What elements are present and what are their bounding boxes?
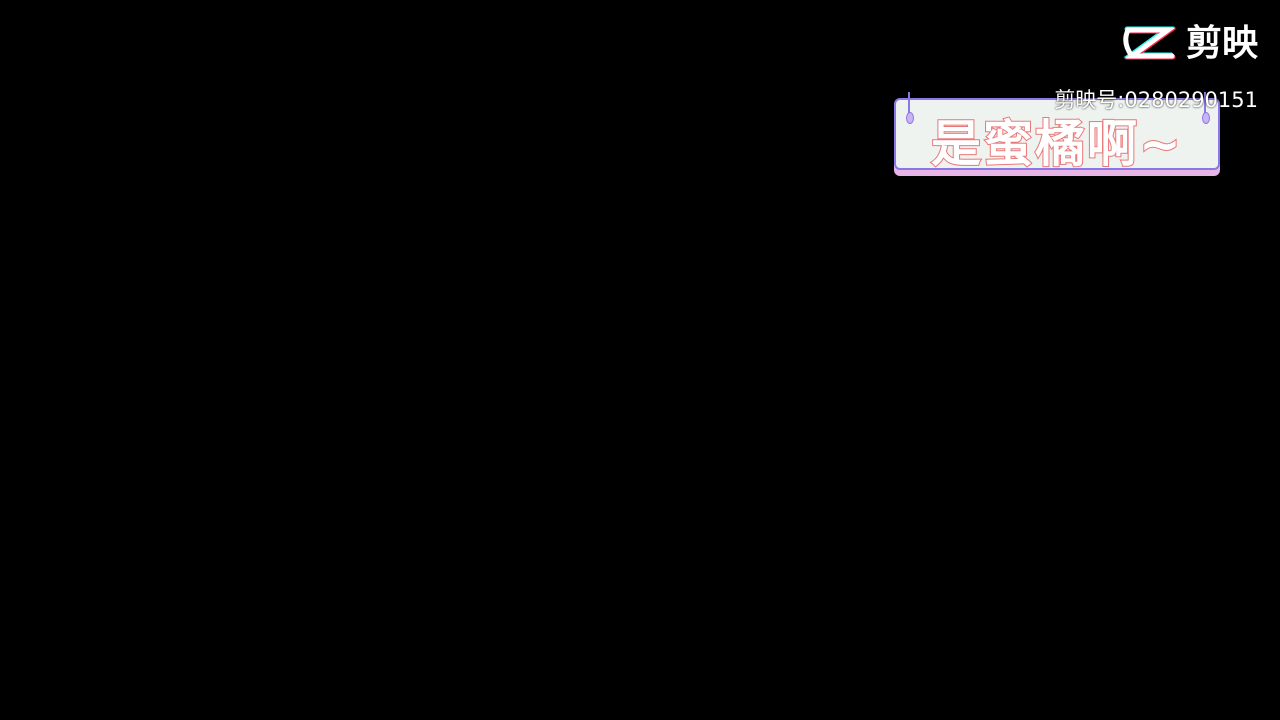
title-text: 是蜜橘啊~ <box>930 114 1183 174</box>
hanging-hook-icon <box>906 92 914 124</box>
capcut-logo-icon <box>1123 26 1177 60</box>
account-id: 剪映号:0280290151 <box>1054 88 1258 112</box>
hanging-hook-icon <box>1202 92 1210 124</box>
capcut-logo: 剪映 <box>1122 22 1258 66</box>
brand-name: 剪映 <box>1186 23 1259 64</box>
title-sticker: 是蜜橘啊~ <box>894 92 1220 174</box>
